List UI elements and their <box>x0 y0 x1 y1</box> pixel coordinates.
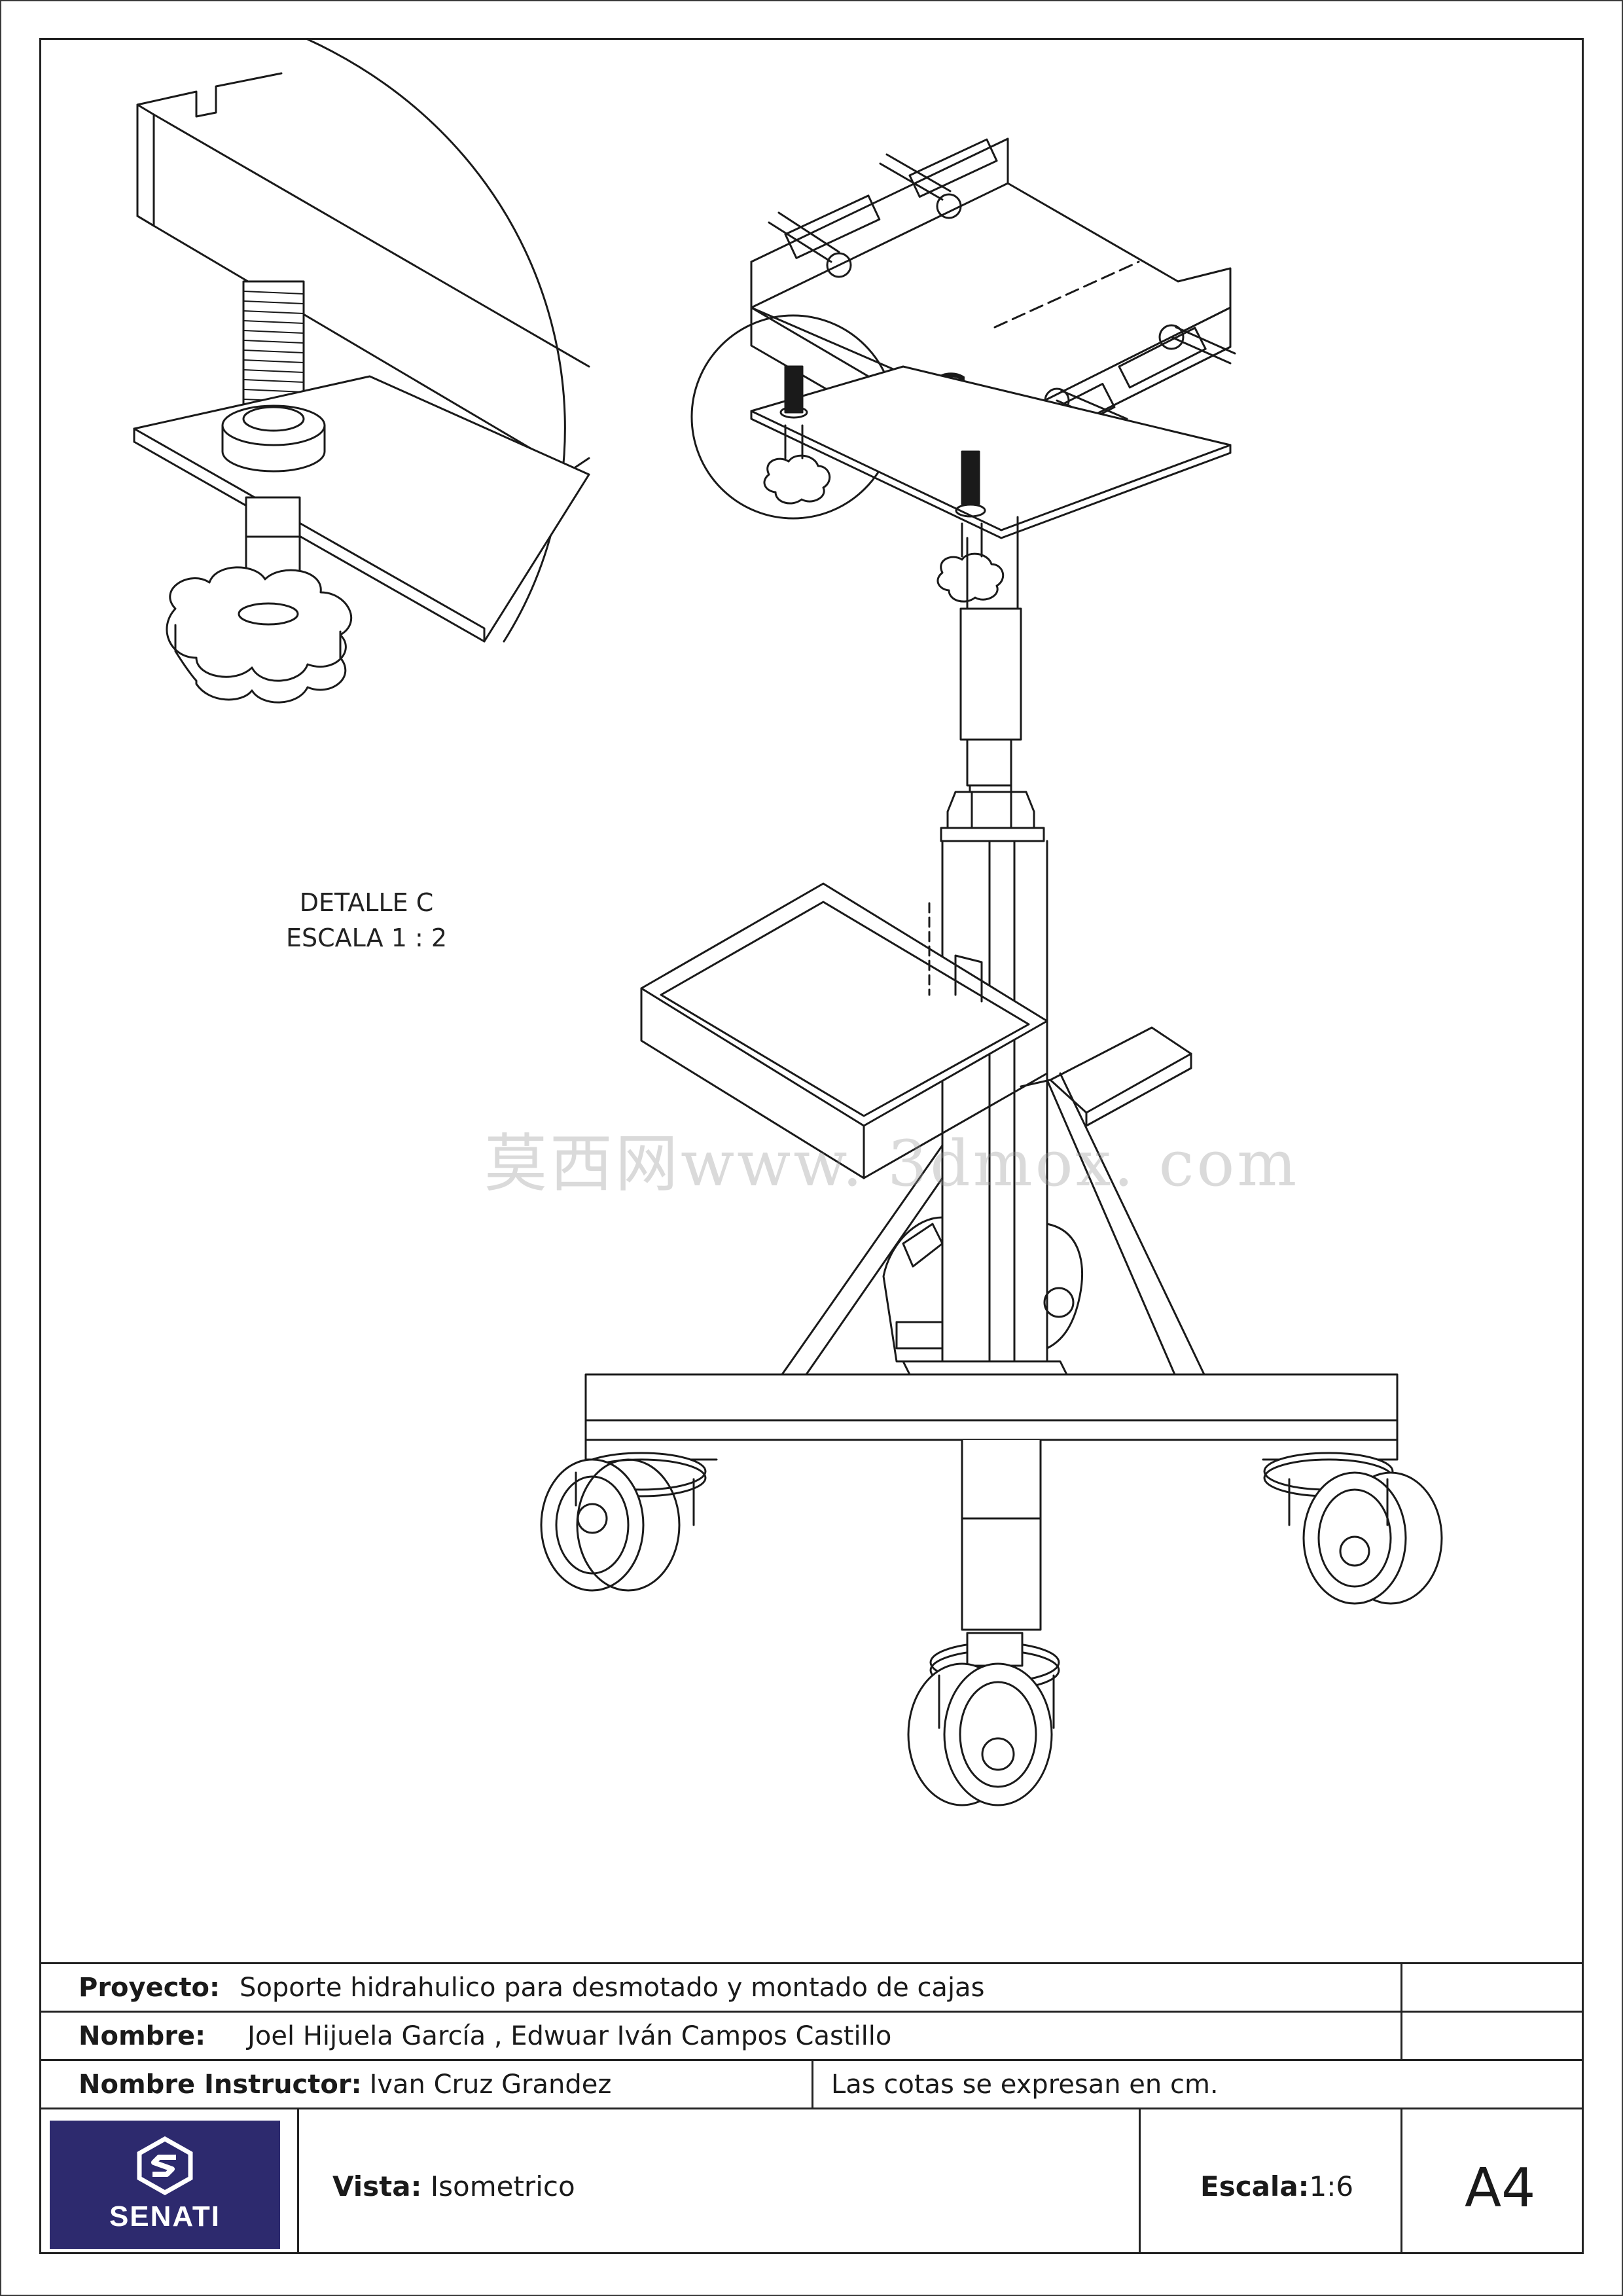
drawing-frame <box>39 38 1584 2254</box>
divider <box>1139 2108 1141 2254</box>
caster-right <box>1263 1452 1443 1605</box>
project-label: Proyecto: <box>79 1972 221 2003</box>
divider <box>297 2108 299 2254</box>
detail-scale: ESCALA 1 : 2 <box>285 924 448 952</box>
view-label: Vista: <box>332 2170 422 2202</box>
name-row: Nombre: Joel Hijuela García , Edwuar Ivá… <box>39 2011 1584 2059</box>
divider <box>1400 1962 1402 2059</box>
name-label: Nombre: <box>79 2020 206 2051</box>
project-value: Soporte hidrahulico para desmotado y mon… <box>240 1972 985 2003</box>
scale-label: Escala: <box>1200 2170 1310 2202</box>
senati-emblem-icon <box>137 2136 193 2195</box>
divider <box>812 2059 813 2108</box>
scale-value: 1:6 <box>1309 2170 1354 2202</box>
detail-c-view <box>133 38 590 704</box>
senati-logo: SENATI <box>50 2121 280 2249</box>
watermark-text: 莫西网www. 3dmox. com <box>484 1127 1300 1200</box>
detail-caption: DETALLE C ESCALA 1 : 2 <box>249 885 484 956</box>
info-row <box>39 2108 1584 2254</box>
instructor-label: Nombre Instructor: <box>79 2069 362 2100</box>
main-assembly <box>540 137 1443 1806</box>
units-note: Las cotas se expresan en cm. <box>831 2069 1219 2100</box>
divider <box>1400 2108 1402 2254</box>
title-block: Proyecto: Soporte hidrahulico para desmo… <box>39 1962 1584 2254</box>
project-row: Proyecto: Soporte hidrahulico para desmo… <box>39 1962 1584 2011</box>
name-value: Joel Hijuela García , Edwuar Iván Campos… <box>247 2020 892 2051</box>
instructor-value: Ivan Cruz Grandez <box>369 2069 612 2100</box>
detail-title: DETALLE C <box>299 888 434 917</box>
scale-field: Escala:1:6 <box>1200 2170 1353 2202</box>
view-field: Vista: Isometrico <box>332 2170 575 2202</box>
logo-text: SENATI <box>109 2200 221 2233</box>
caster-front <box>907 1632 1060 1806</box>
view-value: Isometrico <box>430 2170 575 2202</box>
isometric-drawing: C <box>133 38 1443 1806</box>
sheet-size: A4 <box>1465 2157 1536 2219</box>
caster-left <box>540 1452 707 1592</box>
